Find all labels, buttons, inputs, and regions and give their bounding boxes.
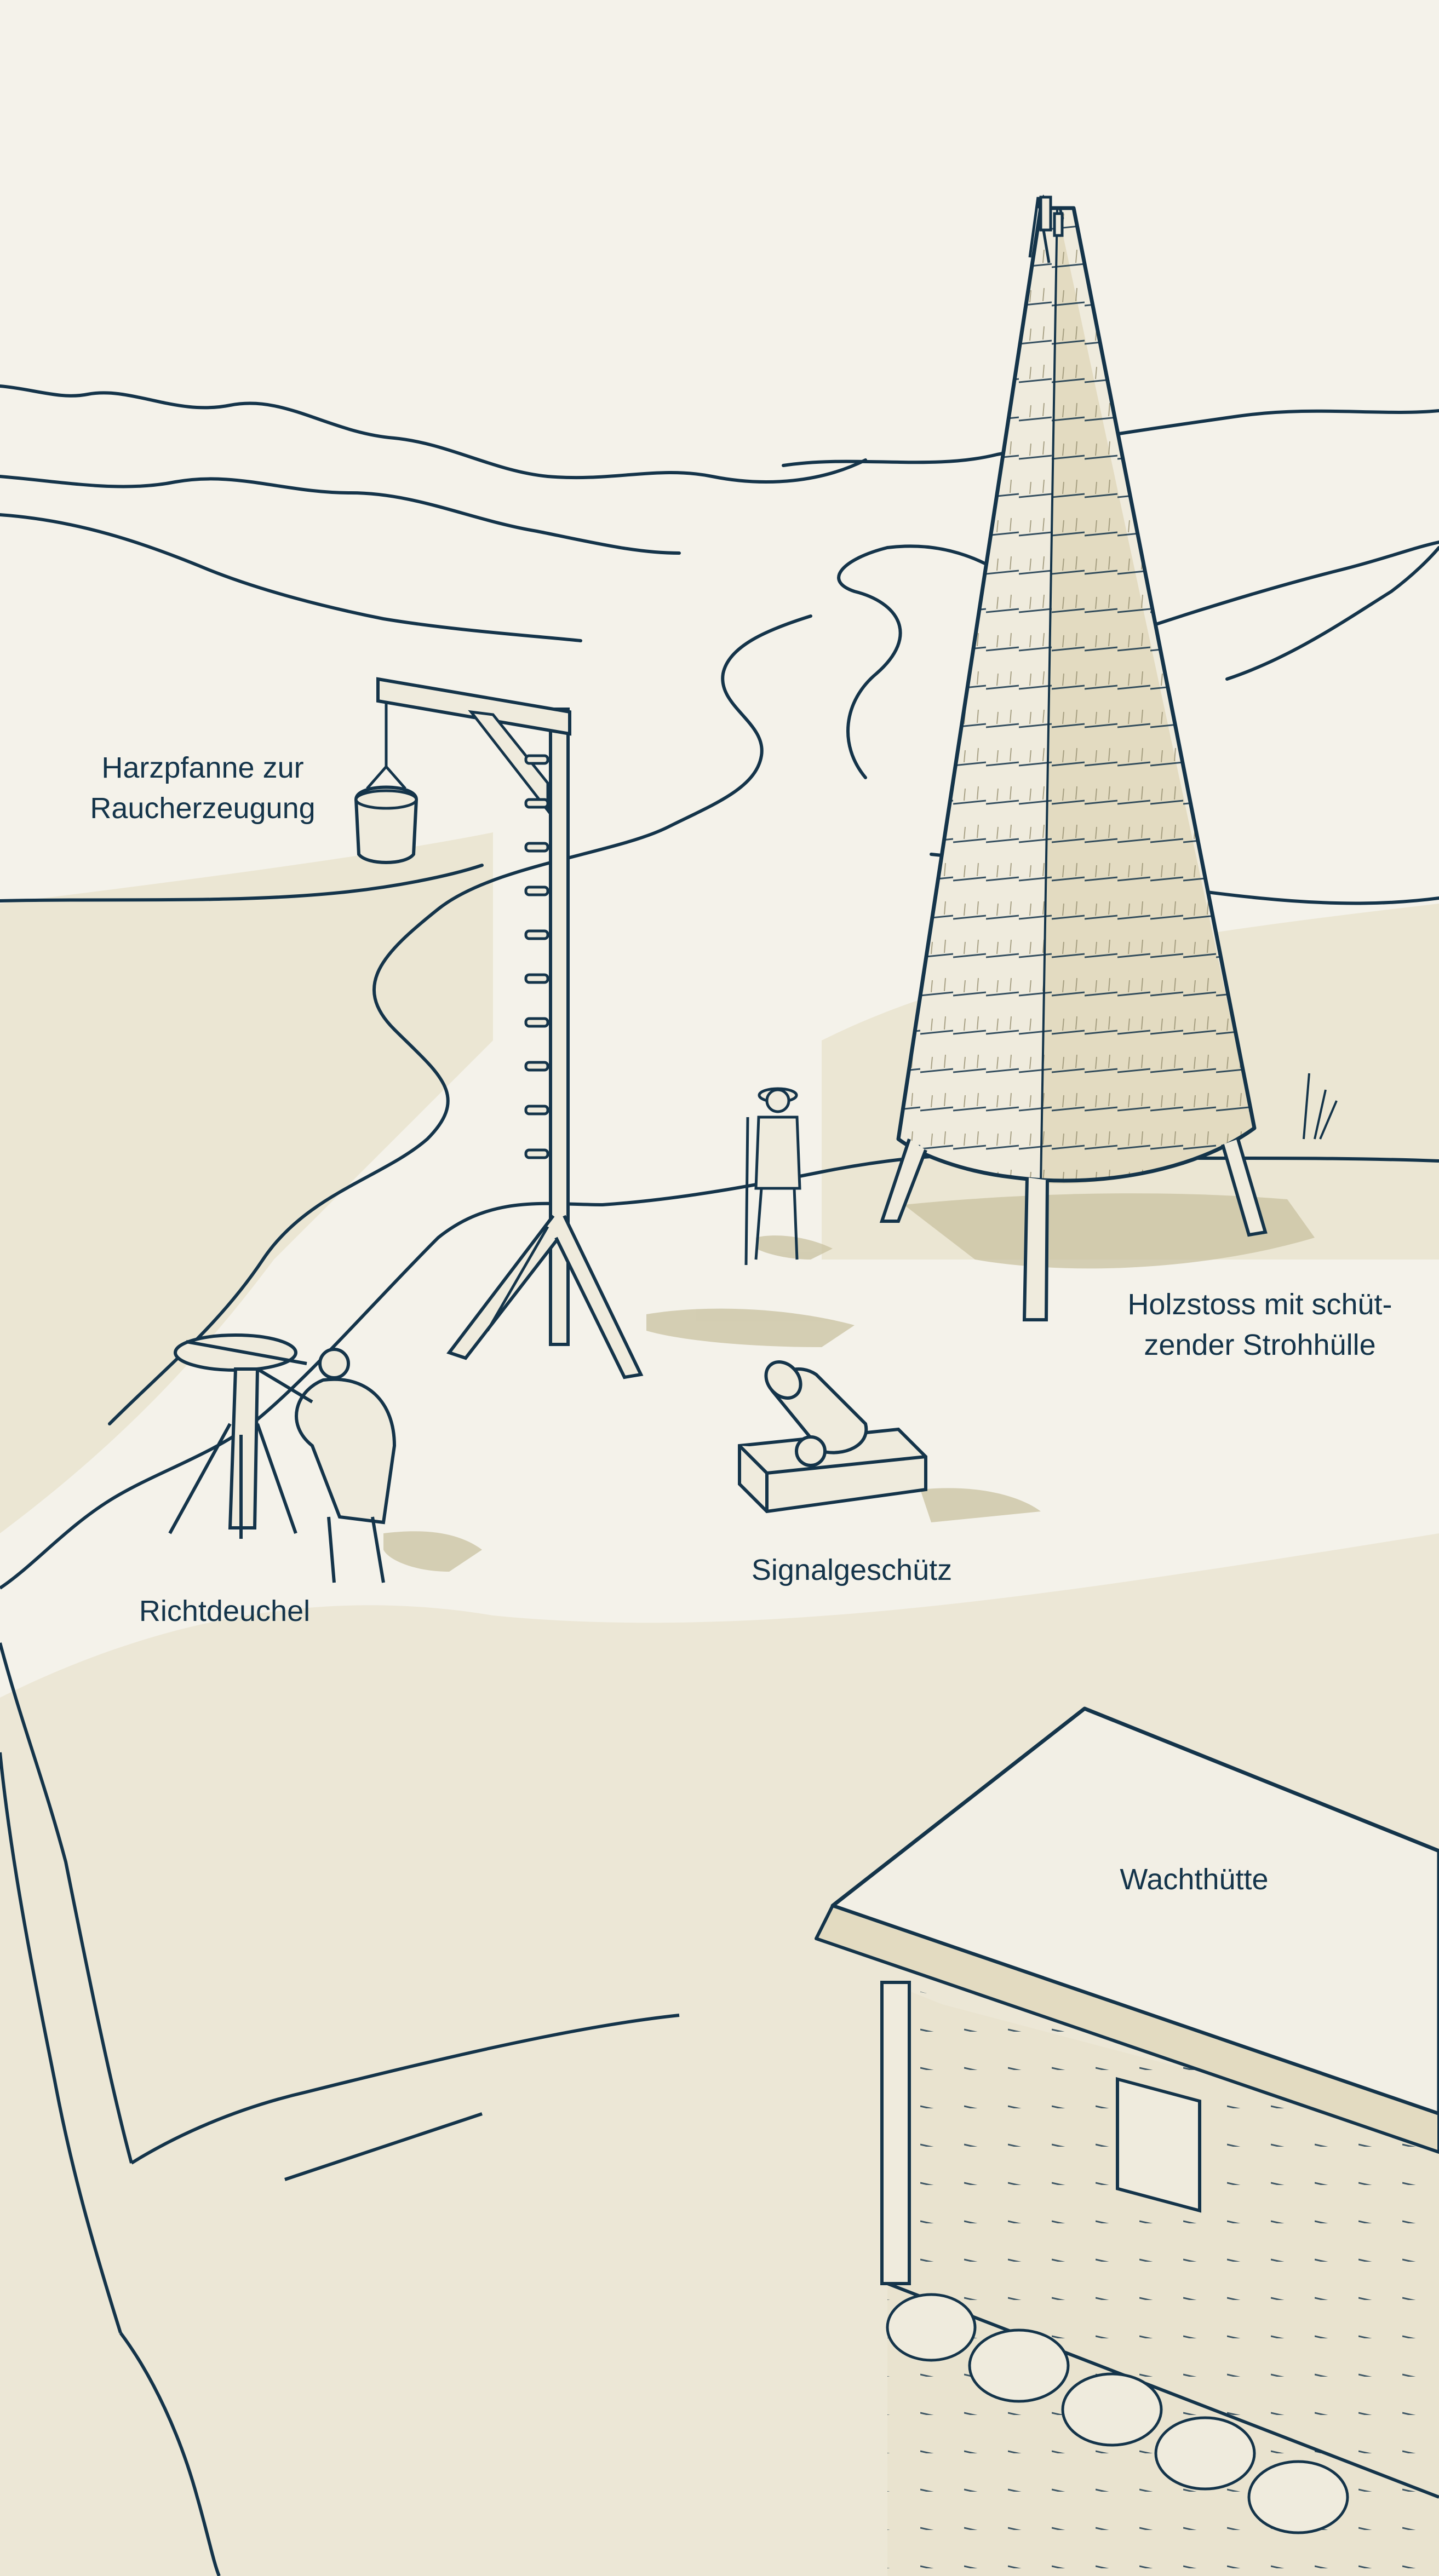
signal-cannon [738, 1360, 927, 1514]
standing-guard [744, 1087, 801, 1266]
label-guard-hut: Wachthütte [1120, 1863, 1269, 1896]
label-wood-stack: Holzstoss mit schüt- zender Strohhülle [1127, 1288, 1392, 1361]
label-signal-cannon: Signalgeschütz [751, 1554, 953, 1586]
label-aiming-device: Richtdeuchel [139, 1595, 311, 1628]
label-resin-pan: Harzpfanne zur Raucherzeugung [90, 751, 316, 825]
cast-shadows [383, 1193, 1315, 1572]
mountain-ridges [0, 384, 1439, 681]
aiming-device [168, 1333, 397, 1583]
resin-pan-gallows [354, 677, 644, 1379]
wood-stack [879, 194, 1338, 1321]
guard-hut [815, 1706, 1439, 2576]
